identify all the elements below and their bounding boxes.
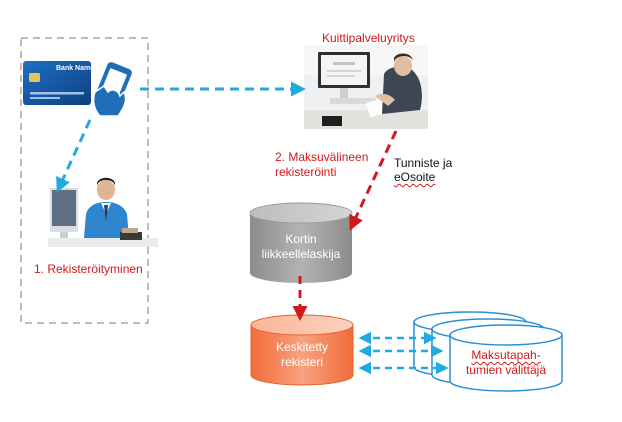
identifier-label-line2: eOsoite [394,170,436,184]
step1-label: 1. Rekisteröityminen [34,262,143,276]
registration-person-illustration [48,177,158,247]
identifier-label-line1: Tunniste ja [394,156,453,170]
receipt-service-photo [304,45,428,129]
user-dashed-box [20,37,149,324]
arrow-phone-to-registration [56,119,92,193]
card-issuer-label-line1: Kortin [285,232,317,246]
step2-label-line2: rekisteröinti [275,165,337,179]
payment-intermediary-cylinder-front [449,324,563,392]
central-register-label-line1: Keskitetty [275,340,329,354]
bank-card-icon: Bank Name [23,61,94,105]
hand-shape [92,84,127,117]
central-register-label-line2: rekisteri [280,355,323,369]
step2-label-line1: 2. Maksuvälineen [275,150,369,164]
intermediary-label-line1-text: Maksutapah- [471,348,541,362]
arrow-service-to-card-issuer [349,130,398,231]
card-bank-name: Bank Name [56,65,94,72]
central-register-cylinder [250,314,354,386]
intermediary-label-line2: tumien välittäjä [465,363,547,377]
card-issuer-cylinder [249,202,353,283]
intermediary-label-line1: Maksutapah- [450,348,562,363]
service-company-label: Kuittipalveluyritys [322,31,415,45]
card-issuer-label-line2: liikkeellelaskija [261,247,341,261]
